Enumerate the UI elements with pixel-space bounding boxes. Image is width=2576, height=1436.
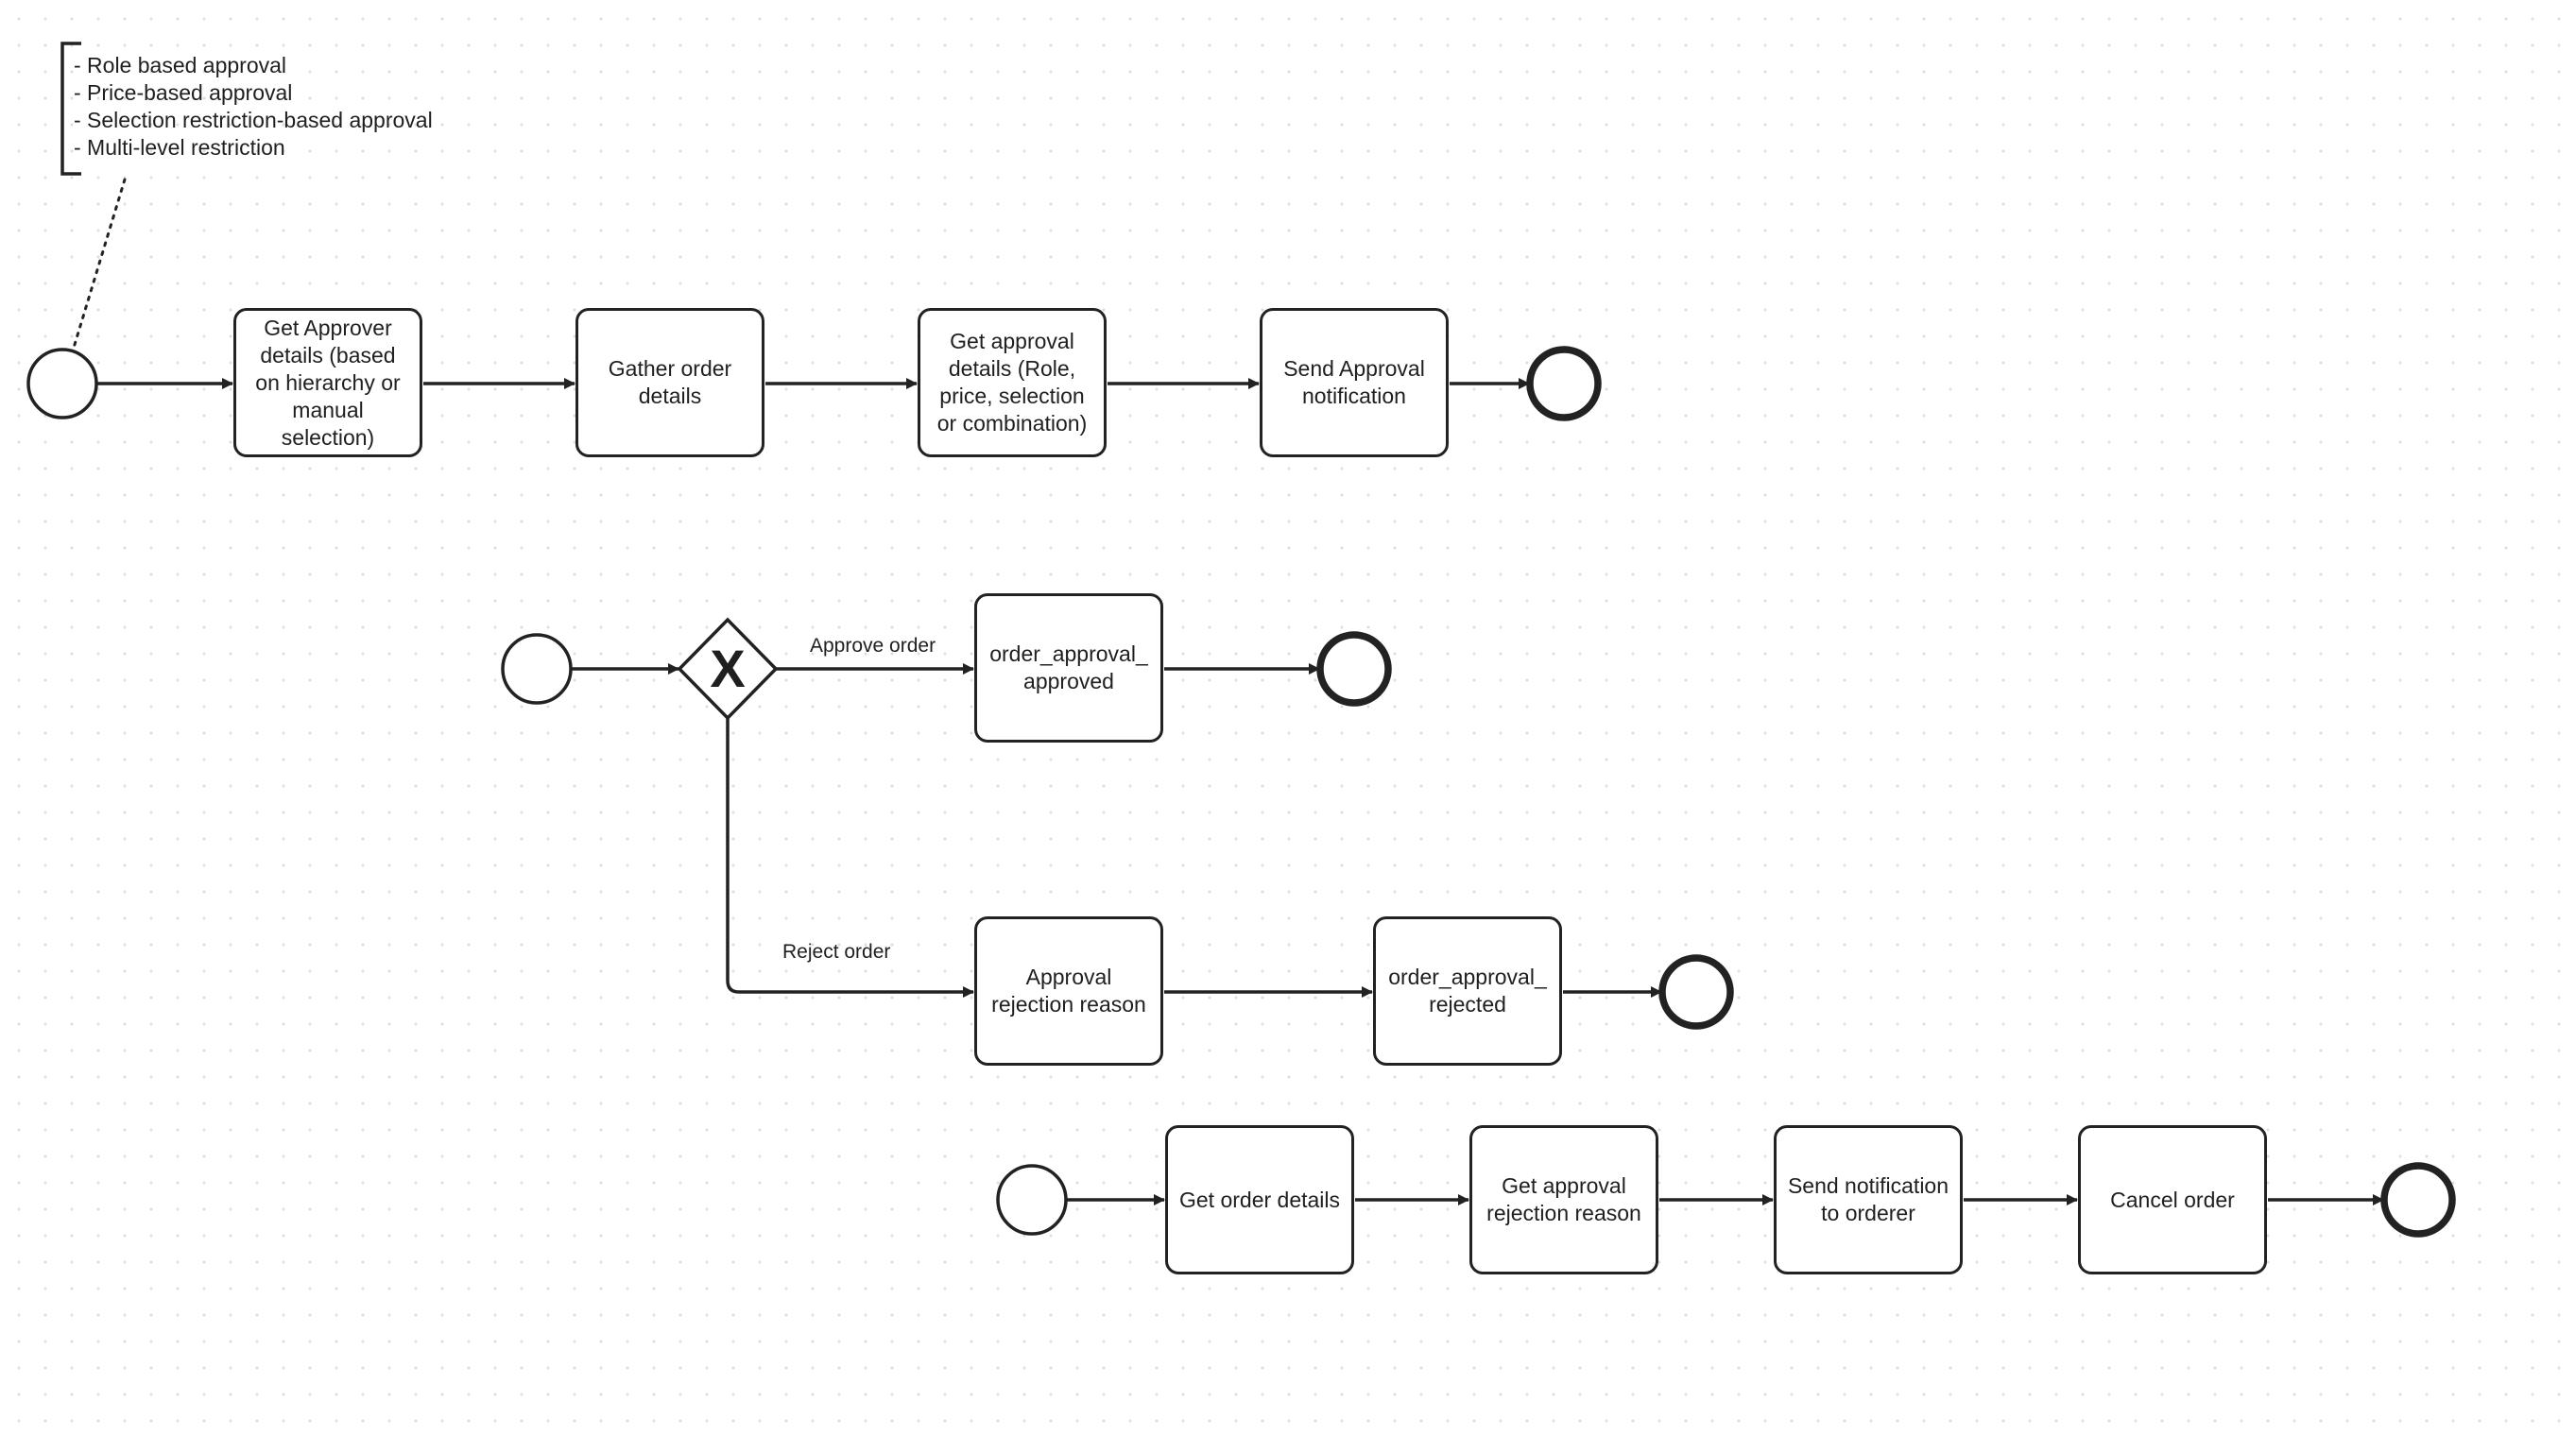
annotation-bracket <box>60 42 81 176</box>
task-gather-order-details[interactable]: Gather order details <box>575 308 764 457</box>
annotation-association <box>72 178 127 350</box>
process2-flow-reject <box>726 718 974 998</box>
process3-start-event[interactable] <box>996 1164 1068 1236</box>
task-send-notification-to-orderer[interactable]: Send notification to orderer <box>1774 1125 1963 1274</box>
process3-end-event[interactable] <box>2380 1162 2456 1238</box>
text-annotation: - Role based approval - Price-based appr… <box>74 53 433 160</box>
task-get-approval-details[interactable]: Get approval details (Role, price, selec… <box>918 308 1107 457</box>
task-get-approval-rejection-reason[interactable]: Get approval rejection reason <box>1469 1125 1658 1274</box>
task-cancel-order[interactable]: Cancel order <box>2078 1125 2267 1274</box>
process2-end-event-approved[interactable] <box>1316 631 1392 707</box>
task-approval-rejection-reason[interactable]: Approval rejection reason <box>974 916 1163 1066</box>
task-get-approver-details[interactable]: Get Approver details (based on hierarchy… <box>233 308 422 457</box>
process1-start-event[interactable] <box>26 348 98 419</box>
label-approve-order: Approve order <box>810 635 936 657</box>
gateway-x-marker: X <box>710 639 746 698</box>
task-send-approval-notification[interactable]: Send Approval notification <box>1260 308 1449 457</box>
process2-start-event[interactable] <box>501 633 573 705</box>
process1-end-event[interactable] <box>1526 346 1602 421</box>
process2-end-event-rejected[interactable] <box>1658 954 1734 1030</box>
task-get-order-details[interactable]: Get order details <box>1165 1125 1354 1274</box>
label-reject-order: Reject order <box>782 941 891 963</box>
task-order-approval-approved[interactable]: order_approval_approved <box>974 593 1163 743</box>
task-order-approval-rejected[interactable]: order_approval_rejected <box>1373 916 1562 1066</box>
